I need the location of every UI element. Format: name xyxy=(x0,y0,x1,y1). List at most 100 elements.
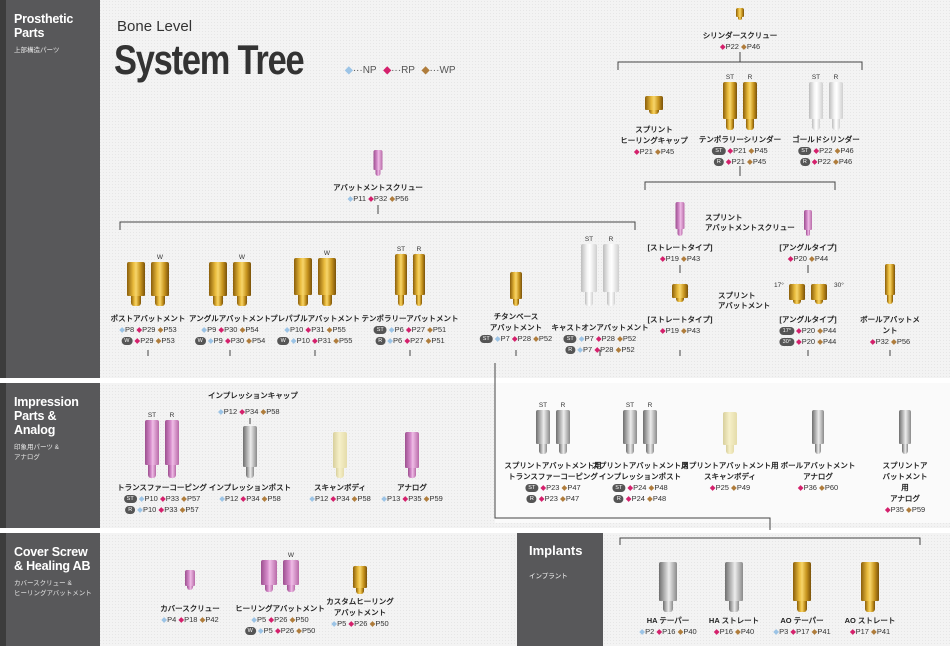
ao-straight[interactable]: AO ストレート◆P17 ◆P41 xyxy=(845,615,896,637)
rp-page-ref[interactable]: P26 xyxy=(280,626,295,635)
rp-page-ref[interactable]: P24 xyxy=(633,483,647,492)
wp-page-ref[interactable]: P55 xyxy=(339,336,353,345)
np-page-ref[interactable]: P11 xyxy=(353,194,367,203)
splint-abutment-straight-image[interactable] xyxy=(672,275,688,302)
rp-page-ref[interactable]: P20 xyxy=(801,326,816,335)
wp-page-ref[interactable]: P60 xyxy=(824,483,839,492)
titanium-base-abutment-image[interactable] xyxy=(510,263,522,306)
wp-page-ref[interactable]: P57 xyxy=(186,494,201,503)
rp-page-ref[interactable]: P21 xyxy=(731,157,745,166)
gold-cylinder-image[interactable]: R xyxy=(829,73,843,130)
wp-page-ref[interactable]: P56 xyxy=(896,337,911,346)
preparable-abutment-image[interactable] xyxy=(294,249,312,306)
np-page-ref[interactable]: P5 xyxy=(337,619,347,628)
temporary-cylinder-image[interactable]: ST xyxy=(723,73,737,130)
rp-page-ref[interactable]: P34 xyxy=(246,494,260,503)
transfer-coping-image[interactable]: ST xyxy=(145,411,159,478)
wp-page-ref[interactable]: P48 xyxy=(654,483,668,492)
ball-abutment-analog[interactable]: ボールアバットメント アナログ◆P36 ◆P60 xyxy=(781,460,856,493)
wp-page-ref[interactable]: P42 xyxy=(205,615,219,624)
np-page-ref[interactable]: P7 xyxy=(583,345,593,354)
rp-page-ref[interactable]: P24 xyxy=(631,494,645,503)
custom-healing-abutment-image[interactable] xyxy=(353,557,367,594)
ha-taper-image[interactable] xyxy=(659,553,677,612)
rp-page-ref[interactable]: P22 xyxy=(817,157,831,166)
impression-post[interactable]: インプレッションポスト◆P12 ◆P34 ◆P58 xyxy=(209,482,291,504)
wp-page-ref[interactable]: P46 xyxy=(838,157,853,166)
rp-page-ref[interactable]: P28 xyxy=(601,334,615,343)
rp-page-ref[interactable]: P28 xyxy=(517,334,531,343)
splint-healing-cap-image[interactable] xyxy=(645,87,663,114)
post-abutment-image[interactable]: W xyxy=(151,253,169,306)
temporary-abutment-image[interactable]: ST xyxy=(395,245,407,306)
wp-page-ref[interactable]: P53 xyxy=(163,325,177,334)
rp-page-ref[interactable]: P22 xyxy=(725,42,739,51)
ha-straight[interactable]: HA ストレート◆P16 ◆P40 xyxy=(709,615,759,637)
rp-page-ref[interactable]: P16 xyxy=(662,627,676,636)
wp-page-ref[interactable]: P54 xyxy=(251,336,266,345)
rp-page-ref[interactable]: P25 xyxy=(715,483,729,492)
np-page-ref[interactable]: P9 xyxy=(213,336,223,345)
cylinder-screw[interactable]: シリンダースクリュー◆P22 ◆P46 xyxy=(703,30,778,52)
wp-page-ref[interactable]: P40 xyxy=(683,627,697,636)
rp-page-ref[interactable]: P18 xyxy=(184,615,198,624)
wp-page-ref[interactable]: P45 xyxy=(752,157,767,166)
analog-image[interactable] xyxy=(405,423,419,478)
wp-page-ref[interactable]: P59 xyxy=(429,494,443,503)
preparable-abutment[interactable]: プレパブルアバットメント◆P10 ◆P31 ◆P55 W◆P10 ◆P31 ◆P… xyxy=(270,313,360,346)
wp-page-ref[interactable]: P51 xyxy=(432,325,447,334)
np-page-ref[interactable]: P2 xyxy=(645,627,655,636)
splint-screw-straight[interactable]: [ストレートタイプ]◆P19 ◆P43 xyxy=(648,242,713,264)
splint-transfer-coping-image[interactable]: R xyxy=(556,401,570,454)
wp-page-ref[interactable]: P44 xyxy=(822,337,837,346)
splint-impression-post-image[interactable]: R xyxy=(643,401,657,454)
ball-abutment-analog-image[interactable] xyxy=(812,401,824,454)
rp-page-ref[interactable]: P32 xyxy=(875,337,889,346)
post-abutment-image[interactable] xyxy=(127,253,145,306)
wp-page-ref[interactable]: P58 xyxy=(357,494,371,503)
rp-page-ref[interactable]: P33 xyxy=(165,494,180,503)
wp-page-ref[interactable]: P47 xyxy=(567,483,581,492)
angle-abutment[interactable]: アングルアバットメント◆P9 ◆P30 ◆P54 W◆P9 ◆P30 ◆P54 xyxy=(189,313,271,346)
wp-page-ref[interactable]: P55 xyxy=(332,325,346,334)
rp-page-ref[interactable]: P31 xyxy=(311,325,325,334)
ao-taper[interactable]: AO テーパー◆P3 ◆P17 ◆P41 xyxy=(773,615,830,637)
wp-page-ref[interactable]: P46 xyxy=(840,146,854,155)
angle-abutment-image[interactable] xyxy=(209,253,227,306)
np-page-ref[interactable]: P12 xyxy=(224,494,239,503)
cover-screw[interactable]: カバースクリュー◆P4 ◆P18 ◆P42 xyxy=(160,603,220,625)
np-page-ref[interactable]: P10 xyxy=(289,325,304,334)
rp-page-ref[interactable]: P26 xyxy=(274,615,288,624)
splint-analog-image[interactable] xyxy=(899,401,911,454)
rp-page-ref[interactable]: P17 xyxy=(855,627,869,636)
splint-transfer-coping-image[interactable]: ST xyxy=(536,401,550,454)
ao-taper-image[interactable] xyxy=(793,553,811,612)
angle-abutment-image[interactable]: W xyxy=(233,253,251,306)
rp-page-ref[interactable]: P23 xyxy=(546,483,560,492)
rp-page-ref[interactable]: P19 xyxy=(665,254,679,263)
impression-post-image[interactable] xyxy=(243,417,257,478)
wp-page-ref[interactable]: P52 xyxy=(622,334,637,343)
wp-page-ref[interactable]: P49 xyxy=(736,483,751,492)
temporary-cylinder-image[interactable]: R xyxy=(743,73,757,130)
np-page-ref[interactable]: P9 xyxy=(207,325,217,334)
np-page-ref[interactable]: P8 xyxy=(125,325,135,334)
splint-abutment-angle-image[interactable] xyxy=(789,275,805,304)
rp-page-ref[interactable]: P20 xyxy=(801,337,816,346)
wp-page-ref[interactable]: P44 xyxy=(822,326,837,335)
wp-page-ref[interactable]: P46 xyxy=(746,42,761,51)
rp-page-ref[interactable]: P29 xyxy=(142,325,156,334)
splint-screw-angle[interactable]: [アングルタイプ]◆P20 ◆P44 xyxy=(779,242,836,264)
np-page-ref[interactable]: P5 xyxy=(263,626,273,635)
np-page-ref[interactable]: P3 xyxy=(779,627,789,636)
np-page-ref[interactable]: P12 xyxy=(314,494,329,503)
np-page-ref[interactable]: P10 xyxy=(144,494,158,503)
wp-page-ref[interactable]: P48 xyxy=(652,494,667,503)
rp-page-ref[interactable]: P23 xyxy=(544,494,558,503)
